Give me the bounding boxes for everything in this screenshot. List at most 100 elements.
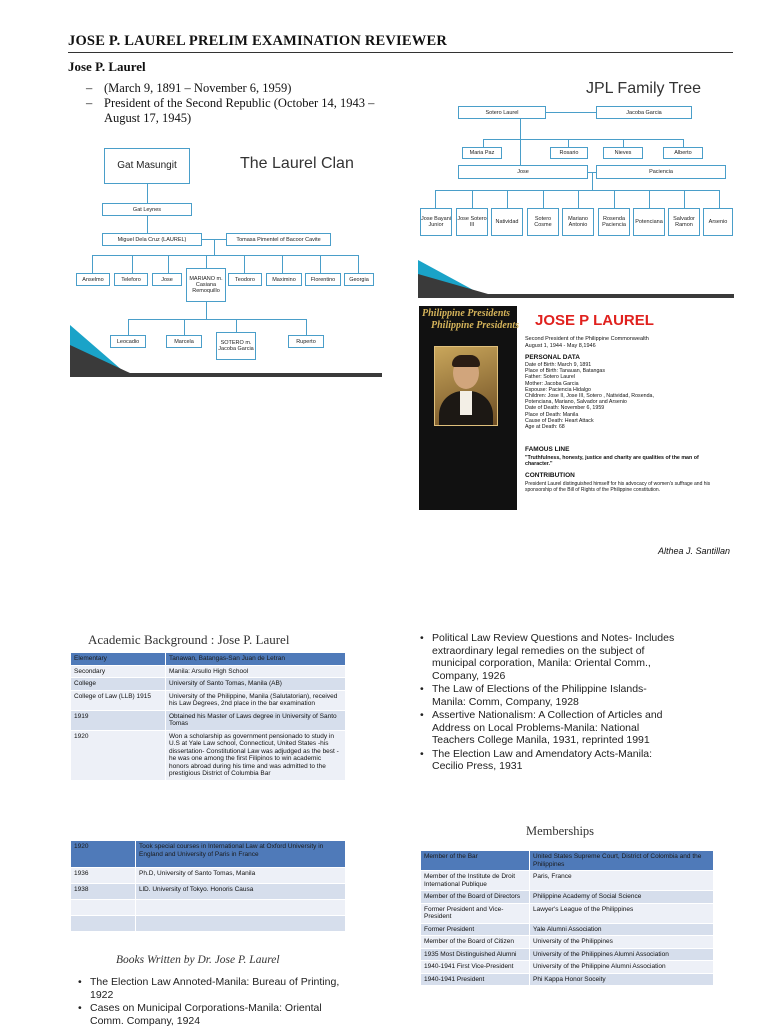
- book-item: The Election Law and Amendatory Acts-Man…: [420, 748, 682, 773]
- child-node: Sotero Cosme: [527, 208, 559, 236]
- profile-name: JOSE P LAUREL: [535, 312, 654, 329]
- profile-banner-echo: Philippine Presidents: [431, 320, 520, 331]
- clan-child-node: Teleforo: [114, 273, 148, 286]
- subject-facts: (March 9, 1891 – November 6, 1959) Presi…: [86, 81, 396, 126]
- table-cell: 1940-1941 First Vice-President: [420, 960, 530, 974]
- table-cell: United States Supreme Court, District of…: [529, 850, 714, 871]
- table-cell: Former President: [420, 922, 530, 936]
- clan-grandchild-node: Leocadio: [110, 335, 146, 348]
- table-cell: Secondary: [70, 664, 166, 678]
- table-cell: 1920: [70, 729, 166, 781]
- table-cell: 1938: [70, 883, 136, 900]
- table-cell: Former President and Vice-President: [420, 902, 530, 924]
- table-cell: Phi Kappa Honor Soceity: [529, 972, 714, 986]
- personal-data-item: Cause of Death: Heart Attack: [525, 417, 594, 424]
- table-cell: Member of the Bar: [420, 850, 530, 871]
- author-credit: Althea J. Santillan: [657, 546, 730, 556]
- sibling-node: Nieves: [603, 147, 643, 159]
- memberships-title: Memberships: [526, 824, 595, 838]
- family-tree-diagram: JPL Family Tree Sotero Laurel Jacoba Gar…: [418, 78, 734, 298]
- clan-title: The Laurel Clan: [240, 155, 354, 172]
- laurel-clan-diagram: The Laurel Clan Gat Masungit Gat Leynes …: [70, 140, 382, 377]
- clan-child-node: Anselmo: [76, 273, 110, 286]
- books-continued-list: Political Law Review Questions and Notes…: [420, 632, 682, 774]
- title-divider: [68, 52, 733, 53]
- books-section: Books Written by Dr. Jose P. Laurel The …: [70, 950, 346, 1027]
- clan-grandchild-node: Marcela: [166, 335, 202, 348]
- personal-data-list: Date of Birth: March 9, 1891 Place of Bi…: [525, 362, 725, 430]
- mother-node: Jacoba Garcia: [596, 106, 692, 119]
- clan-child-node: Jose: [152, 273, 182, 286]
- table-cell: 1940-1941 President: [420, 972, 530, 986]
- table-cell: 1935 Most Distinguished Alumni: [420, 947, 530, 961]
- famous-line-heading: FAMOUS LINE: [525, 446, 570, 453]
- table-cell: [70, 899, 136, 916]
- famous-line-text: "Truthfulness, honesty, justice and char…: [525, 455, 699, 467]
- table-cell: Ph.D, University of Santo Tomas, Manila: [135, 867, 346, 884]
- table-cell: 1919: [70, 709, 166, 731]
- table-cell: College: [70, 677, 166, 691]
- document-title: JOSE P. LAUREL PRELIM EXAMINATION REVIEW…: [68, 33, 448, 49]
- subject-name: Jose P. Laurel: [68, 59, 146, 74]
- book-item: Cases on Municipal Corporations-Manila: …: [78, 1002, 344, 1027]
- child-node: Rosenda Paciencia: [598, 208, 630, 236]
- table-cell: [135, 899, 346, 916]
- personal-data-item: Father: Sotero Laurel: [525, 374, 576, 381]
- academic-background: Academic Background : Jose P. Laurel Ele…: [70, 628, 346, 938]
- books-title: Books Written by Dr. Jose P. Laurel: [116, 954, 280, 966]
- table-cell: Philippine Academy of Social Science: [529, 890, 714, 904]
- profile-subtitle: Second President of the Philippine Commo…: [525, 336, 649, 342]
- personal-data-item: Potenciana, Mariano, Salvador and Arseni…: [525, 399, 627, 406]
- family-tree-decoration: [418, 260, 734, 298]
- contribution-text: President Laurel distinguished himself f…: [525, 481, 711, 493]
- table-cell: Obtained his Master of Laws degree in Un…: [165, 709, 346, 731]
- fact-item: President of the Second Republic (Octobe…: [86, 96, 396, 126]
- child-node: Jose Sotero III: [456, 208, 488, 236]
- clan-child-node: Florentino: [305, 273, 341, 286]
- table-cell: Member of the Board of Directors: [420, 890, 530, 904]
- table-cell: College of Law (LLB) 1915: [70, 689, 166, 711]
- personal-heading: PERSONAL DATA: [525, 354, 580, 361]
- table-cell: University of the Philippine, Manila (Sa…: [165, 689, 346, 711]
- fact-item: (March 9, 1891 – November 6, 1959): [86, 81, 396, 96]
- contribution-heading: CONTRIBUTION: [525, 472, 575, 479]
- clan-gen2-node: Gat Leynes: [102, 203, 192, 216]
- personal-data-item: Age at Death: 68: [525, 424, 565, 431]
- table-cell: Member of the Board of Citizen: [420, 935, 530, 949]
- profile-term: August 1, 1944 - May 8,1946: [525, 343, 596, 349]
- table-cell: [135, 915, 346, 932]
- spouse-left-node: Jose: [458, 165, 588, 179]
- table-cell: University of the Philippines: [529, 935, 714, 949]
- spouse-right-node: Paciencia: [596, 165, 726, 179]
- clan-grandchild-node: SOTERO m. Jacoba Garcia: [216, 332, 256, 360]
- personal-data-item: Children: Jose II, Jose III, Sotero , Na…: [525, 393, 654, 400]
- child-node: Potenciana: [633, 208, 665, 236]
- table-row: [70, 915, 346, 932]
- president-portrait: [434, 346, 498, 426]
- table-cell: 1936: [70, 867, 136, 884]
- child-node: Jose Bayani Junior: [420, 208, 452, 236]
- clan-root-node: Gat Masungit: [104, 148, 190, 184]
- table-cell: 1920: [70, 840, 136, 868]
- child-node: Mariano Antonio: [562, 208, 594, 236]
- table-cell: Paris, France: [529, 870, 714, 891]
- personal-data-item: Place of Birth: Tanauan, Batangas: [525, 368, 605, 375]
- academic-title: Academic Background : Jose P. Laurel: [88, 632, 290, 647]
- table-row: Member of the Institute de Droit Interna…: [420, 870, 714, 891]
- table-cell: Manila: Arsullo High School: [165, 664, 346, 678]
- book-item: Political Law Review Questions and Notes…: [420, 632, 682, 682]
- clan-child-node: MARIANO m. Casiana Remoquillo: [186, 268, 226, 302]
